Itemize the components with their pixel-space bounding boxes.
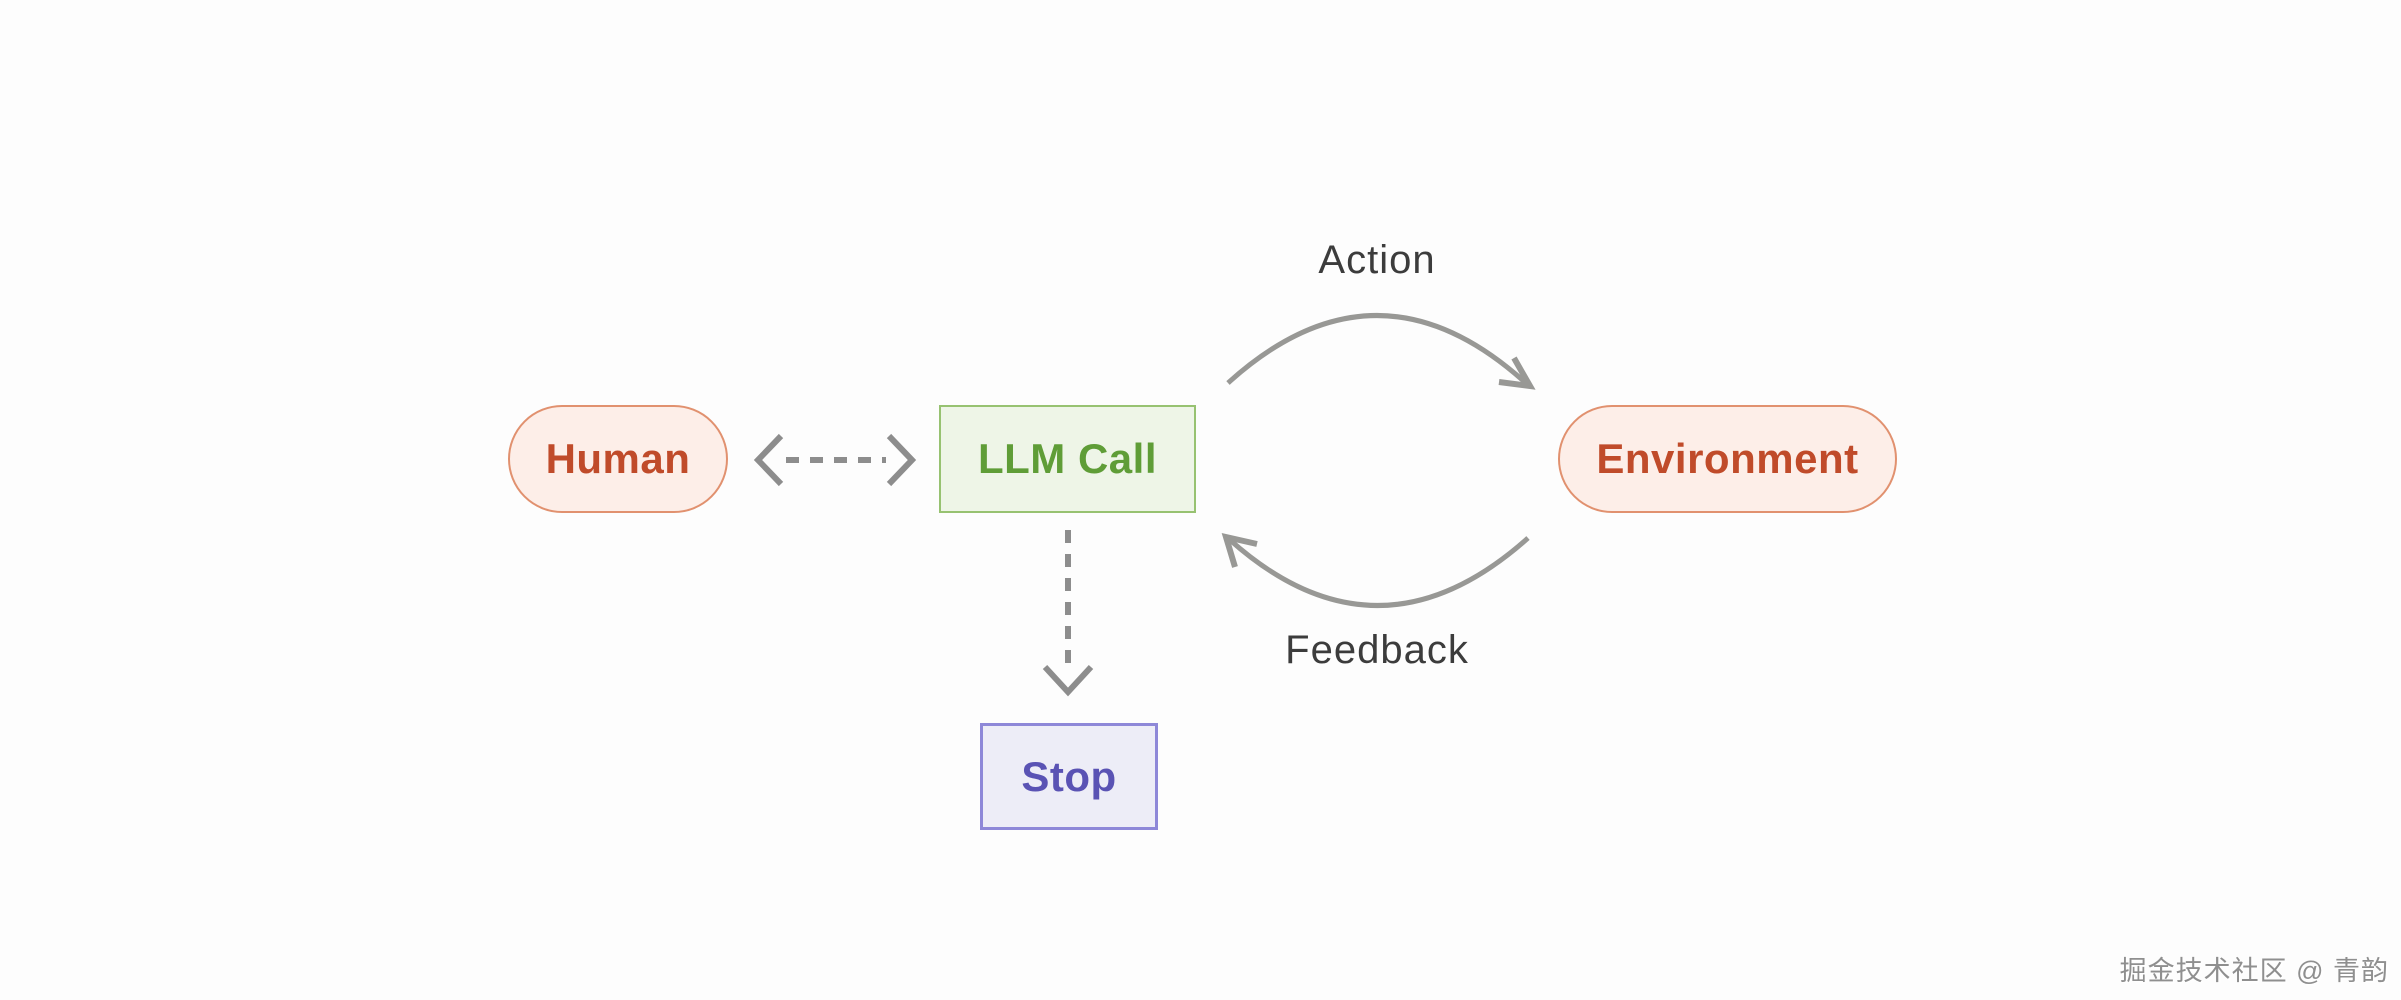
- stop-node-label: Stop: [1021, 752, 1117, 800]
- stop-node: Stop: [980, 723, 1158, 830]
- right-chevron-arrowhead: [886, 433, 917, 487]
- feedback-arrowhead: [1221, 532, 1258, 568]
- environment-node-label: Environment: [1596, 435, 1859, 482]
- action-edge-label: Action: [1318, 238, 1436, 282]
- environment-node: Environment: [1558, 405, 1897, 513]
- feedback-edge-label: Feedback: [1285, 628, 1469, 672]
- feedback-arc: [1228, 536, 1530, 608]
- llm-call-node: LLM Call: [939, 405, 1196, 513]
- feedback-arrow: [1221, 532, 1530, 608]
- left-chevron-arrowhead: [753, 433, 784, 487]
- action-arrow: [1226, 313, 1536, 390]
- down-chevron-arrowhead: [1042, 664, 1094, 697]
- action-arc: [1226, 313, 1530, 387]
- human-node-label: Human: [545, 435, 691, 482]
- action-arrowhead: [1498, 356, 1536, 390]
- watermark: 掘金技术社区 @ 青韵: [2119, 956, 2389, 986]
- llm-stop-dashed-arrow: [1042, 530, 1094, 697]
- human-node: Human: [508, 405, 728, 513]
- human-llm-dashed-arrow: [753, 433, 917, 487]
- llm-call-node-label: LLM Call: [978, 435, 1157, 482]
